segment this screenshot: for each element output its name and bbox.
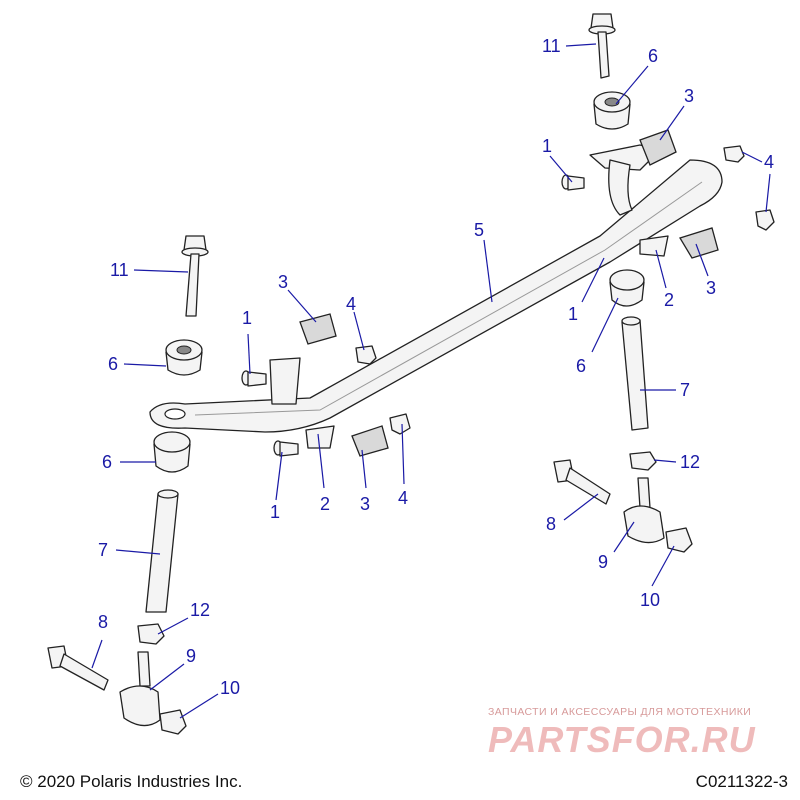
end-link-right — [623, 477, 665, 544]
callout-8: 8 — [98, 612, 108, 632]
bracket-left-upper — [269, 313, 337, 405]
end-link-left — [119, 651, 161, 727]
link-rod-right — [621, 316, 649, 431]
bracket-right-lower — [639, 227, 719, 259]
callout-10: 10 — [640, 590, 660, 610]
link-rod-left — [145, 489, 179, 613]
nut-12-right — [629, 451, 657, 471]
callout-3: 3 — [360, 494, 370, 514]
copyright-text: © 2020 Polaris Industries Inc. — [20, 772, 243, 791]
bolt-right-upper — [561, 174, 585, 191]
bolt-8-right — [553, 459, 611, 505]
callout-4: 4 — [398, 488, 408, 508]
bolt-left-lower — [273, 440, 299, 457]
callout-4: 4 — [764, 152, 774, 172]
callout-1: 1 — [242, 308, 252, 328]
callout-3: 3 — [684, 86, 694, 106]
nut-12-left — [137, 623, 165, 645]
callout-1: 1 — [270, 502, 280, 522]
watermark-logo: PARTSFOR.RU — [488, 719, 756, 760]
watermark-tagline: ЗАПЧАСТИ И АКСЕССУАРЫ ДЛЯ МОТОТЕХНИКИ — [488, 706, 752, 718]
callout-11: 11 — [110, 260, 129, 280]
bracket-upper-right — [589, 129, 677, 216]
bushing-lower-left — [153, 431, 191, 473]
callout-6: 6 — [102, 452, 112, 472]
callout-2: 2 — [320, 494, 330, 514]
bolt-left-upper — [241, 370, 267, 387]
nut-right-top — [723, 145, 745, 163]
callout-9: 9 — [186, 646, 196, 666]
callout-2: 2 — [664, 290, 674, 310]
callout-12: 12 — [680, 452, 700, 472]
callout-6: 6 — [648, 46, 658, 66]
callout-5: 5 — [474, 220, 484, 240]
nut-left-upper — [355, 345, 377, 365]
nut-10-right — [665, 527, 693, 553]
bolt-upper-right — [588, 13, 616, 79]
callout-11: 11 — [542, 36, 561, 56]
callout-12: 12 — [190, 600, 210, 620]
callout-9: 9 — [598, 552, 608, 572]
callout-1: 1 — [542, 136, 552, 156]
nut-right-bottom — [755, 209, 775, 231]
bushing-right-lower — [609, 269, 645, 307]
nut-left-lower — [389, 413, 411, 435]
callout-7: 7 — [680, 380, 690, 400]
callout-8: 8 — [546, 514, 556, 534]
drawing-number: C0211322-3 — [695, 772, 788, 791]
stabilizer-bar — [149, 159, 723, 433]
callout-6: 6 — [108, 354, 118, 374]
callout-7: 7 — [98, 540, 108, 560]
callout-3: 3 — [706, 278, 716, 298]
callout-1: 1 — [568, 304, 578, 324]
bolt-upper-left — [181, 235, 209, 317]
callout-6: 6 — [576, 356, 586, 376]
callout-labels: 11 6 3 1 4 5 11 3 1 4 1 2 3 6 6 7 1 2 3 … — [98, 36, 774, 698]
leader-lines — [91, 43, 771, 719]
callout-3: 3 — [278, 272, 288, 292]
nut-10-left — [159, 709, 187, 735]
bracket-left-lower — [305, 425, 389, 457]
bushing-upper-left — [165, 339, 203, 376]
callout-10: 10 — [220, 678, 240, 698]
callout-4: 4 — [346, 294, 356, 314]
bolt-8-left — [47, 645, 109, 691]
bushing-upper-right — [593, 91, 631, 130]
